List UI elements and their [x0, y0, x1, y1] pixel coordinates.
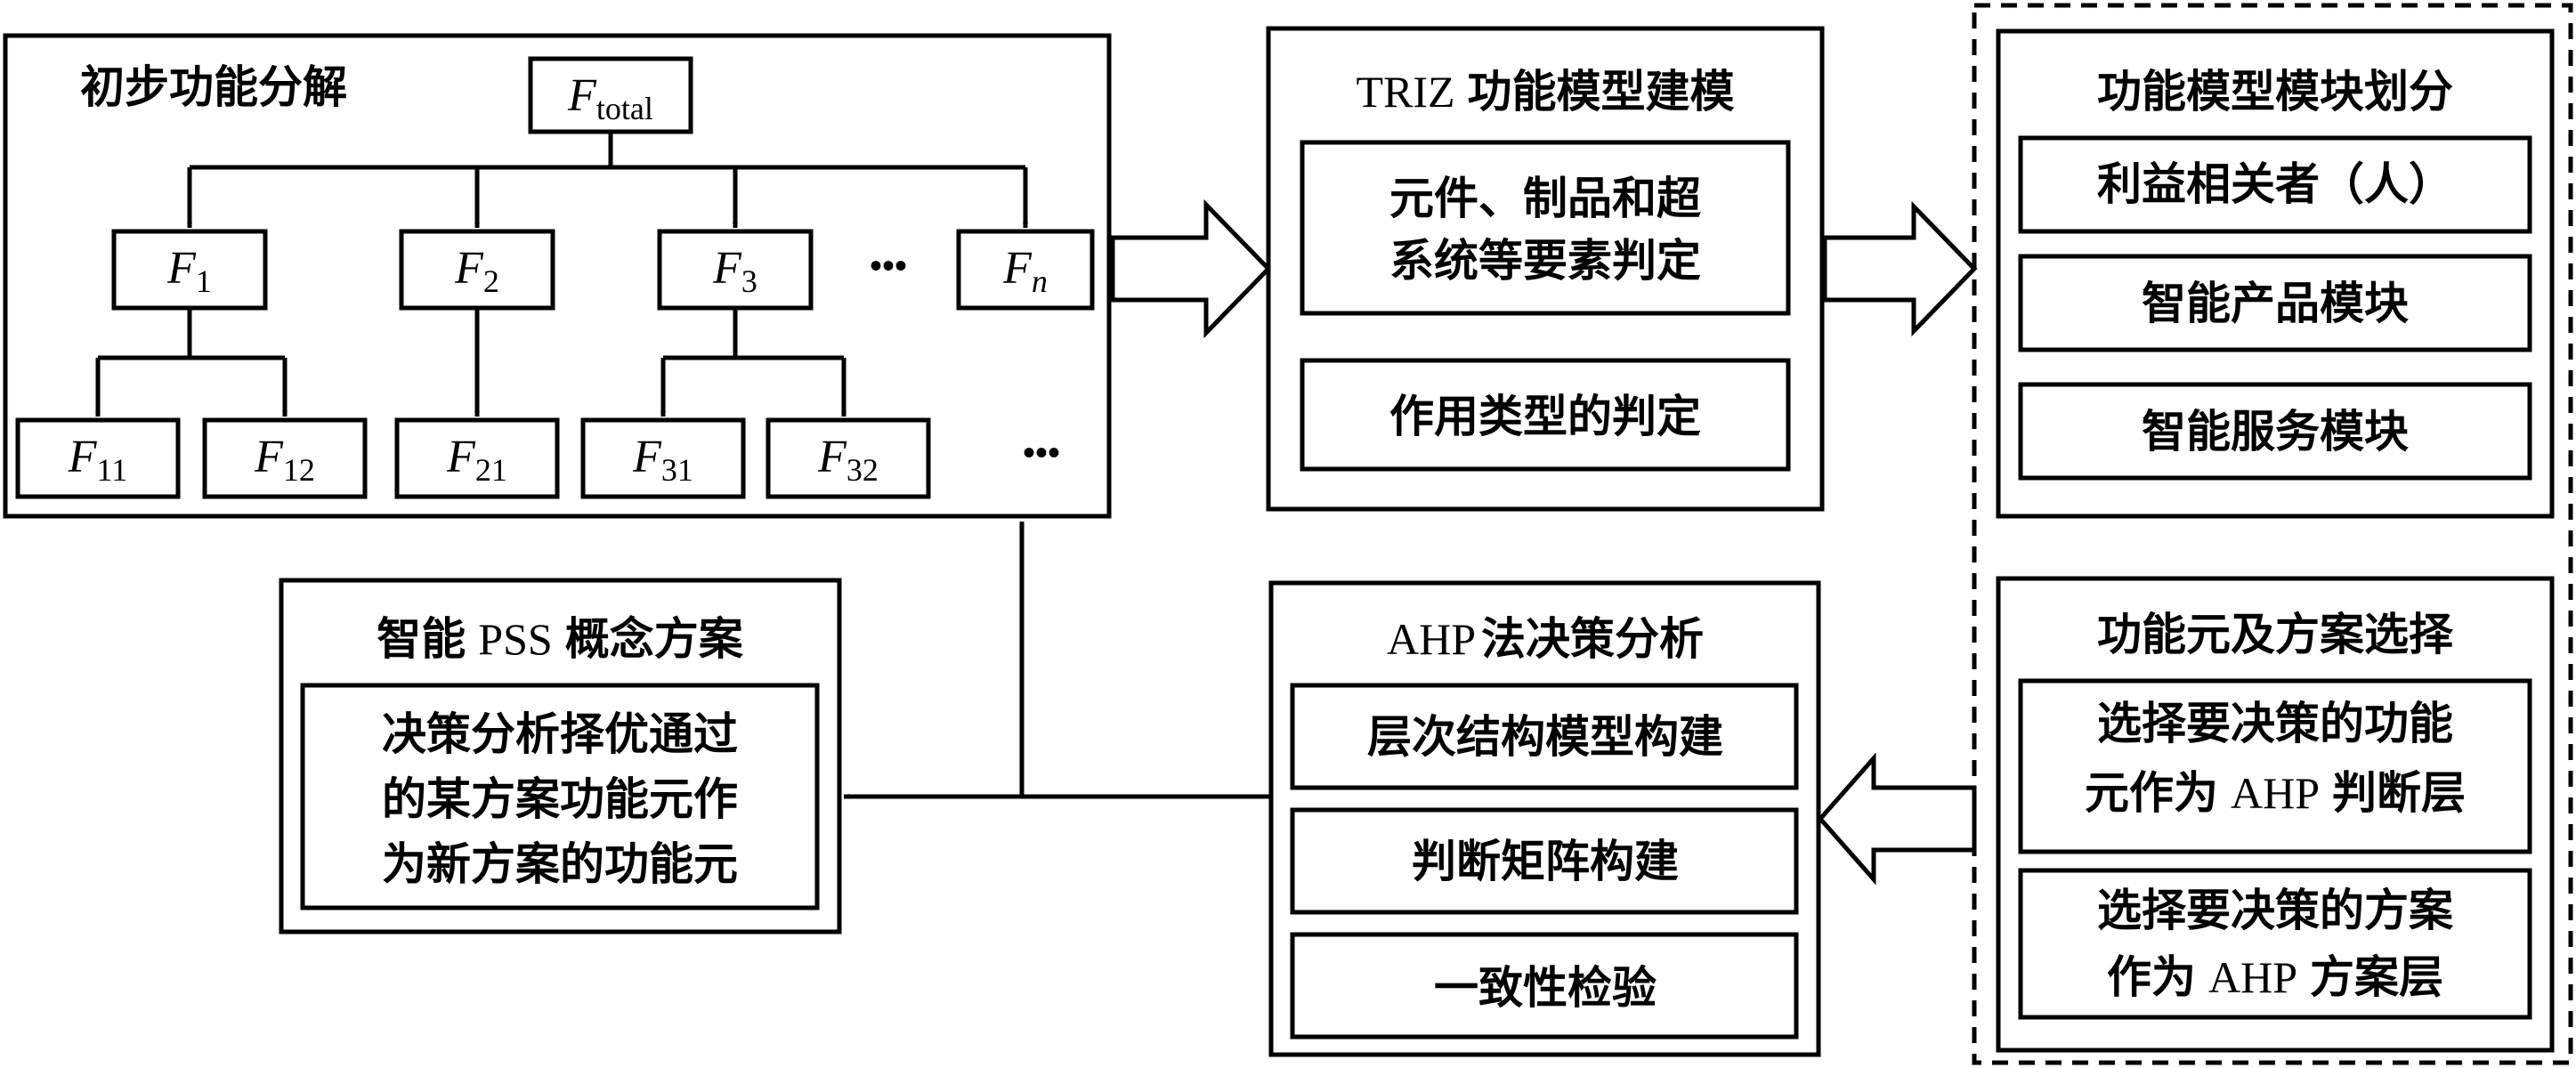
node-f12: F12 [202, 417, 368, 499]
node-f-total-base: F [567, 70, 597, 121]
triz-item1-line1: 元件、制品和超 [1389, 173, 1702, 224]
node-f1: F1 [111, 229, 268, 311]
svg-text:F12: F12 [254, 432, 315, 488]
module-item-smart-service [2018, 382, 2532, 481]
triz-item2: 作用类型的判定 [1389, 391, 1701, 442]
right-dashed-group [1972, 3, 2573, 1065]
module-division-panel: 功能模型模块划分 利益相关者（人） 智能产品模块 智能服务模块 [1996, 28, 2555, 519]
pss-body-line-2: 的某方案功能元作 [382, 773, 738, 825]
level1-ellipsis: ••• [870, 246, 907, 286]
hollow-arrow-to-modules [1822, 200, 1978, 337]
svg-text:F32: F32 [817, 432, 879, 488]
hollow-arrow-to-triz [1110, 198, 1272, 339]
node-f2: F2 [399, 229, 555, 311]
ahp-output-arrows [844, 522, 1271, 799]
decomposition-title: 初步功能分解 [80, 61, 347, 113]
hollow-arrow-to-ahp [1817, 752, 1977, 886]
selection-item-scheme-layer [2018, 868, 2532, 1020]
ahp-item-3: 一致性检验 [1434, 962, 1657, 1014]
svg-text:F3: F3 [712, 243, 757, 299]
svg-text:F1: F1 [166, 243, 212, 299]
selection-item-judgement-layer [2018, 678, 2532, 854]
ahp-item-1: 层次结构模型构建 [1367, 711, 1723, 763]
ahp-item-2: 判断矩阵构建 [1412, 836, 1679, 887]
node-f3: F3 [657, 229, 814, 311]
node-f-total-sub: total [596, 91, 653, 126]
triz-item-action-type [1300, 358, 1791, 472]
triz-item-element-judgement [1300, 140, 1791, 316]
module-item-stakeholder [2018, 135, 2532, 234]
svg-text:F11: F11 [68, 432, 127, 488]
pss-body-box [300, 683, 820, 910]
module-title: 功能模型模块划分 [2097, 66, 2453, 117]
ahp-item-consistency [1290, 932, 1799, 1040]
svg-text:F31: F31 [632, 432, 693, 488]
node-f21: F21 [394, 417, 560, 499]
selection-item1-line1: 选择要决策的功能 [2097, 698, 2453, 749]
ahp-item-hierarchy [1290, 683, 1799, 790]
node-f31: F31 [580, 417, 746, 499]
node-fn: Fn [956, 229, 1095, 311]
module-item-2: 智能产品模块 [2142, 278, 2409, 329]
node-f-total: Ftotal [528, 56, 693, 134]
svg-text:Fn: Fn [1002, 243, 1048, 299]
level2-ellipsis: ••• [1023, 433, 1060, 473]
module-item-smart-product [2018, 254, 2532, 352]
svg-text:F2: F2 [454, 243, 499, 299]
pss-body-line-1: 决策分析择优通过 [382, 708, 738, 760]
module-item-3: 智能服务模块 [2142, 406, 2409, 457]
svg-text:Ftotal: Ftotal [567, 70, 653, 126]
ahp-item-matrix [1290, 807, 1799, 915]
pss-body-line-3: 为新方案的功能元 [382, 838, 738, 890]
svg-text:F21: F21 [446, 432, 507, 488]
selection-title: 功能元及方案选择 [2097, 609, 2454, 660]
node-f32: F32 [766, 417, 931, 499]
decomposition-connectors [95, 132, 1028, 417]
selection-item2-line1: 选择要决策的方案 [2097, 885, 2454, 936]
node-f11: F11 [15, 417, 181, 499]
triz-item1-line2: 系统等要素判定 [1389, 235, 1701, 287]
function-decomposition-panel: 初步功能分解 Ftotal [3, 33, 1112, 519]
module-item-1: 利益相关者（人） [2097, 158, 2453, 210]
